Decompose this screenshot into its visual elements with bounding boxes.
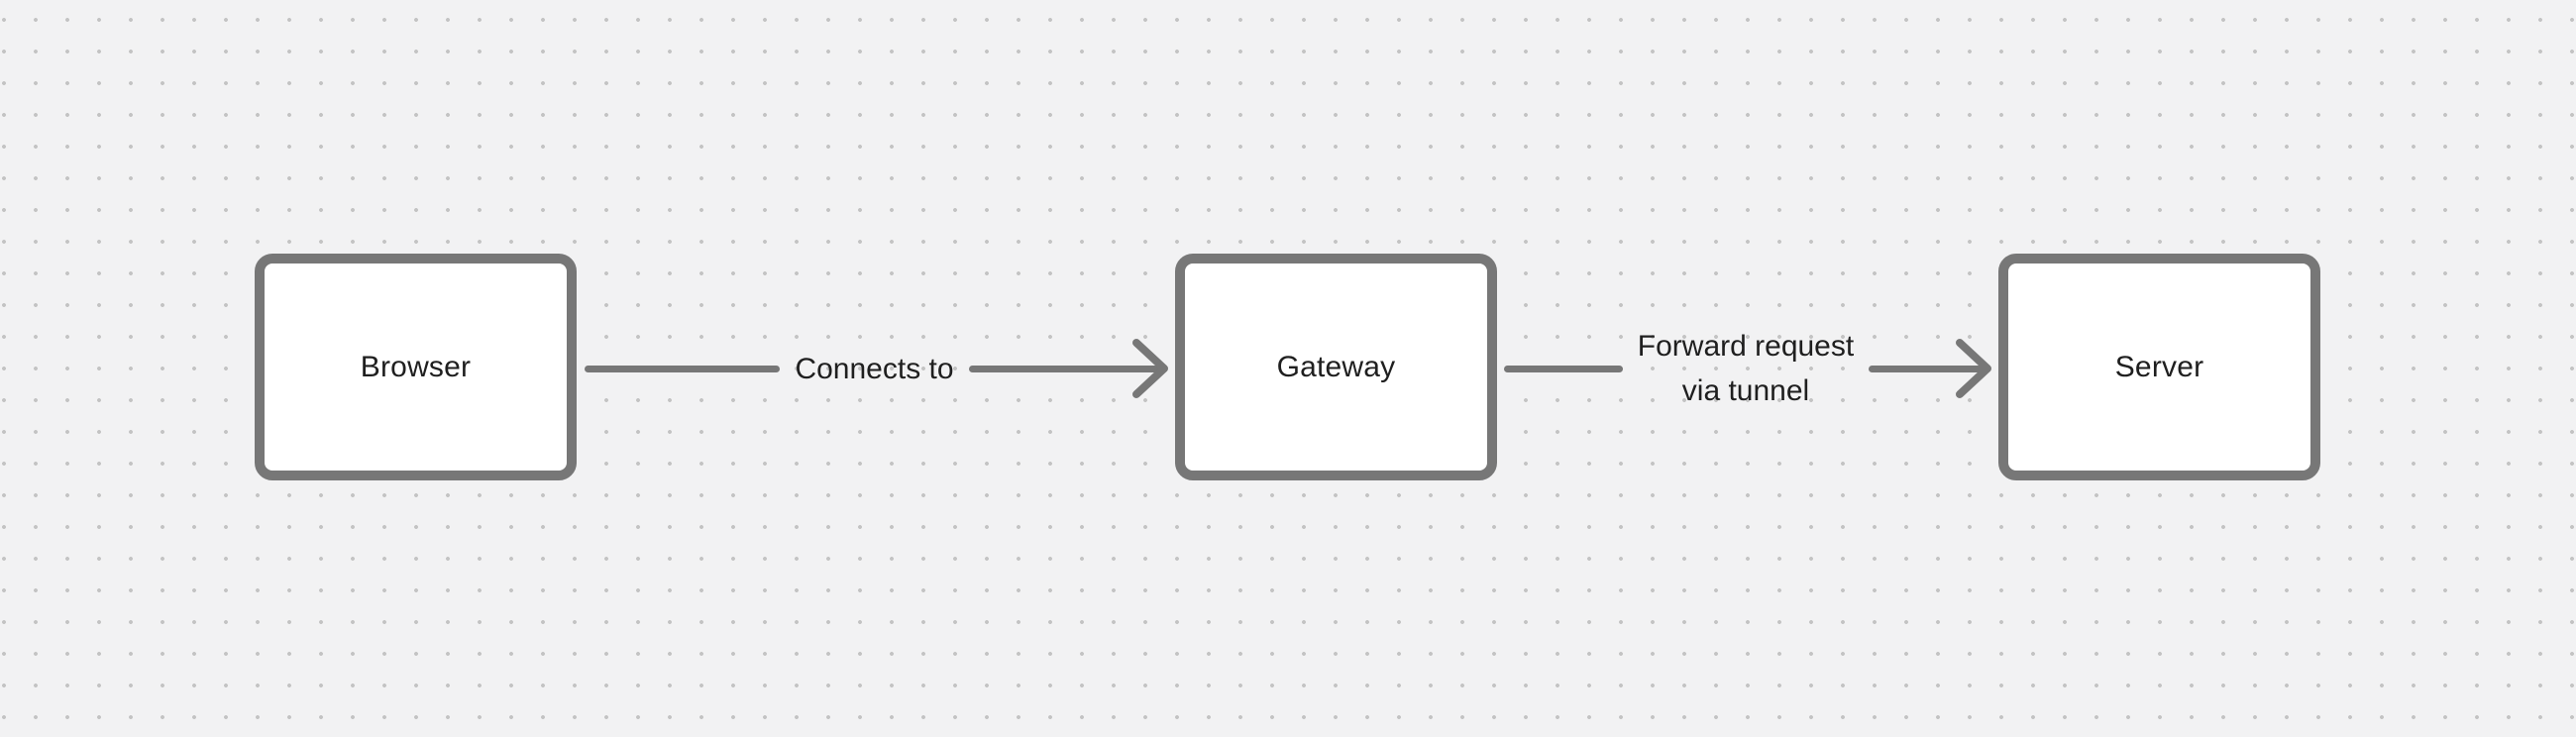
edge-browser-gateway[interactable]: Connects to: [577, 319, 1175, 418]
edge-gateway-server[interactable]: Forward request via tunnel: [1496, 319, 1998, 418]
edge-label-line: Forward request: [1637, 330, 1855, 363]
edge-line-segment: [585, 365, 781, 372]
arrowhead-icon: [1132, 339, 1168, 398]
node-label: Gateway: [1276, 350, 1396, 383]
edge-label-connects-to[interactable]: Connects to: [795, 352, 954, 385]
edge-label-line: via tunnel: [1681, 374, 1810, 407]
edge-line-segment: [1504, 365, 1623, 372]
node-server[interactable]: Server: [1998, 254, 2320, 480]
node-label: Server: [2114, 350, 2204, 383]
edge-label-forward-request[interactable]: Forward request via tunnel: [1623, 324, 1869, 413]
node-browser[interactable]: Browser: [255, 254, 577, 480]
node-gateway[interactable]: Gateway: [1175, 254, 1497, 480]
arrowhead-icon: [1956, 339, 1991, 398]
node-label: Browser: [360, 350, 472, 383]
edge-line-segment: [1869, 339, 1991, 398]
edge-line-segment: [968, 339, 1168, 398]
